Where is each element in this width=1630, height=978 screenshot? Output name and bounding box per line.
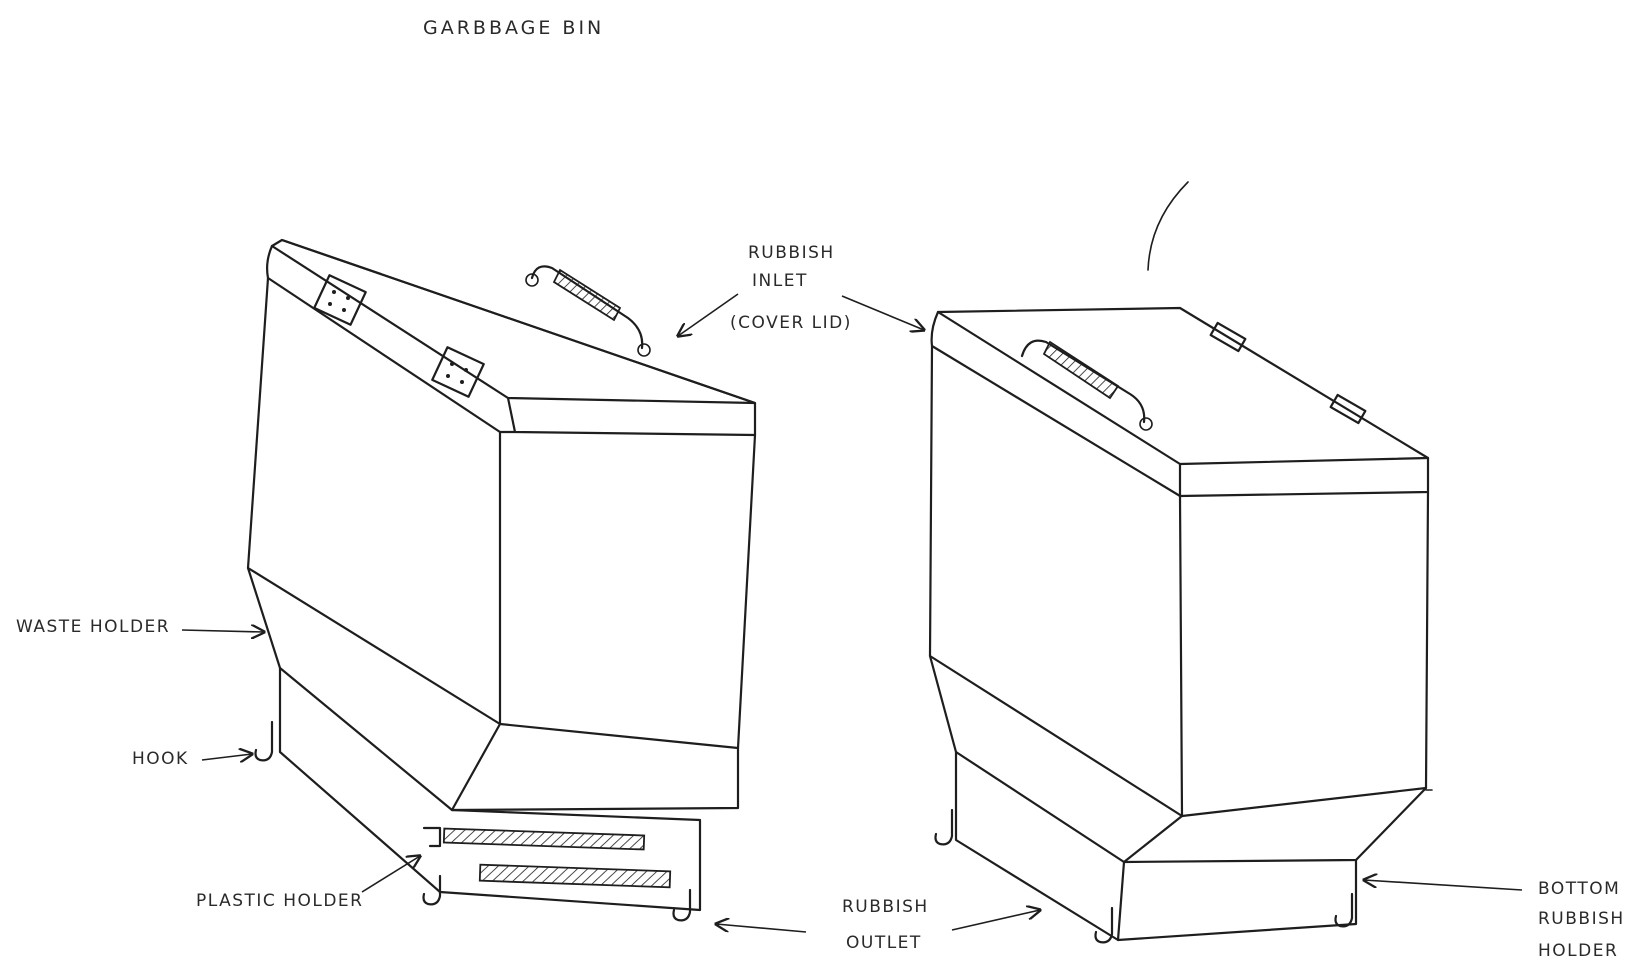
label-rubbish-outlet-line2: Outlet bbox=[846, 933, 922, 953]
right-bin-handle bbox=[1020, 339, 1146, 424]
label-hook: Hook bbox=[132, 749, 189, 769]
left-bin-body bbox=[246, 276, 502, 726]
arrow-waste-holder bbox=[181, 630, 264, 632]
right-bin-clip-2 bbox=[1329, 393, 1367, 425]
left-bin-hook-3 bbox=[672, 888, 692, 922]
left-bin-handle bbox=[530, 265, 644, 350]
label-bottom-rubbish-holder-line2: Rubbish bbox=[1538, 909, 1625, 929]
left-bin-hook-2 bbox=[422, 874, 442, 906]
right-bin-clip-1 bbox=[1209, 321, 1247, 353]
left-bin-plastic-slot-2 bbox=[478, 863, 672, 889]
right-bin-bottom-holder bbox=[954, 750, 1358, 942]
label-waste-holder: Waste holder bbox=[16, 617, 170, 637]
arrow-outlet-left bbox=[716, 924, 807, 933]
left-bin-hook-1 bbox=[254, 720, 274, 762]
arrow-outlet-right bbox=[951, 910, 1040, 931]
arrow-inlet-left bbox=[678, 293, 739, 336]
left-bin-hinge-2 bbox=[431, 346, 485, 398]
left-bin bbox=[246, 238, 757, 922]
right-bin-hook-3 bbox=[1334, 892, 1354, 928]
label-rubbish-inlet-line1: Rubbish bbox=[748, 243, 835, 263]
label-bottom-rubbish-holder-line3: Holder bbox=[1538, 941, 1618, 961]
label-cover-lid: (Cover lid) bbox=[730, 313, 852, 333]
label-plastic-holder: Plastic holder bbox=[196, 891, 363, 911]
label-rubbish-inlet-line2: Inlet bbox=[752, 271, 808, 291]
label-rubbish-outlet-line1: Rubbish bbox=[842, 897, 929, 917]
arrow-inlet-right bbox=[841, 295, 924, 330]
arrow-hook bbox=[201, 754, 252, 760]
left-bin-bottom-holder bbox=[278, 666, 702, 912]
label-bottom-rubbish-holder-line1: Bottom bbox=[1538, 879, 1620, 899]
arrow-bottom-rubbish-holder bbox=[1364, 880, 1523, 891]
left-bin-plastic-slot-1 bbox=[442, 827, 646, 851]
right-bin-hook-2 bbox=[1094, 906, 1114, 944]
right-bin-lid bbox=[936, 306, 1430, 466]
right-bin-body bbox=[928, 344, 1184, 818]
right-bin bbox=[928, 181, 1433, 944]
left-bin-hinge-1 bbox=[313, 274, 367, 326]
arrow-plastic-holder bbox=[361, 856, 420, 893]
diagram-title: Garbbage bin bbox=[423, 17, 604, 39]
right-bin-hook-1 bbox=[934, 808, 954, 846]
